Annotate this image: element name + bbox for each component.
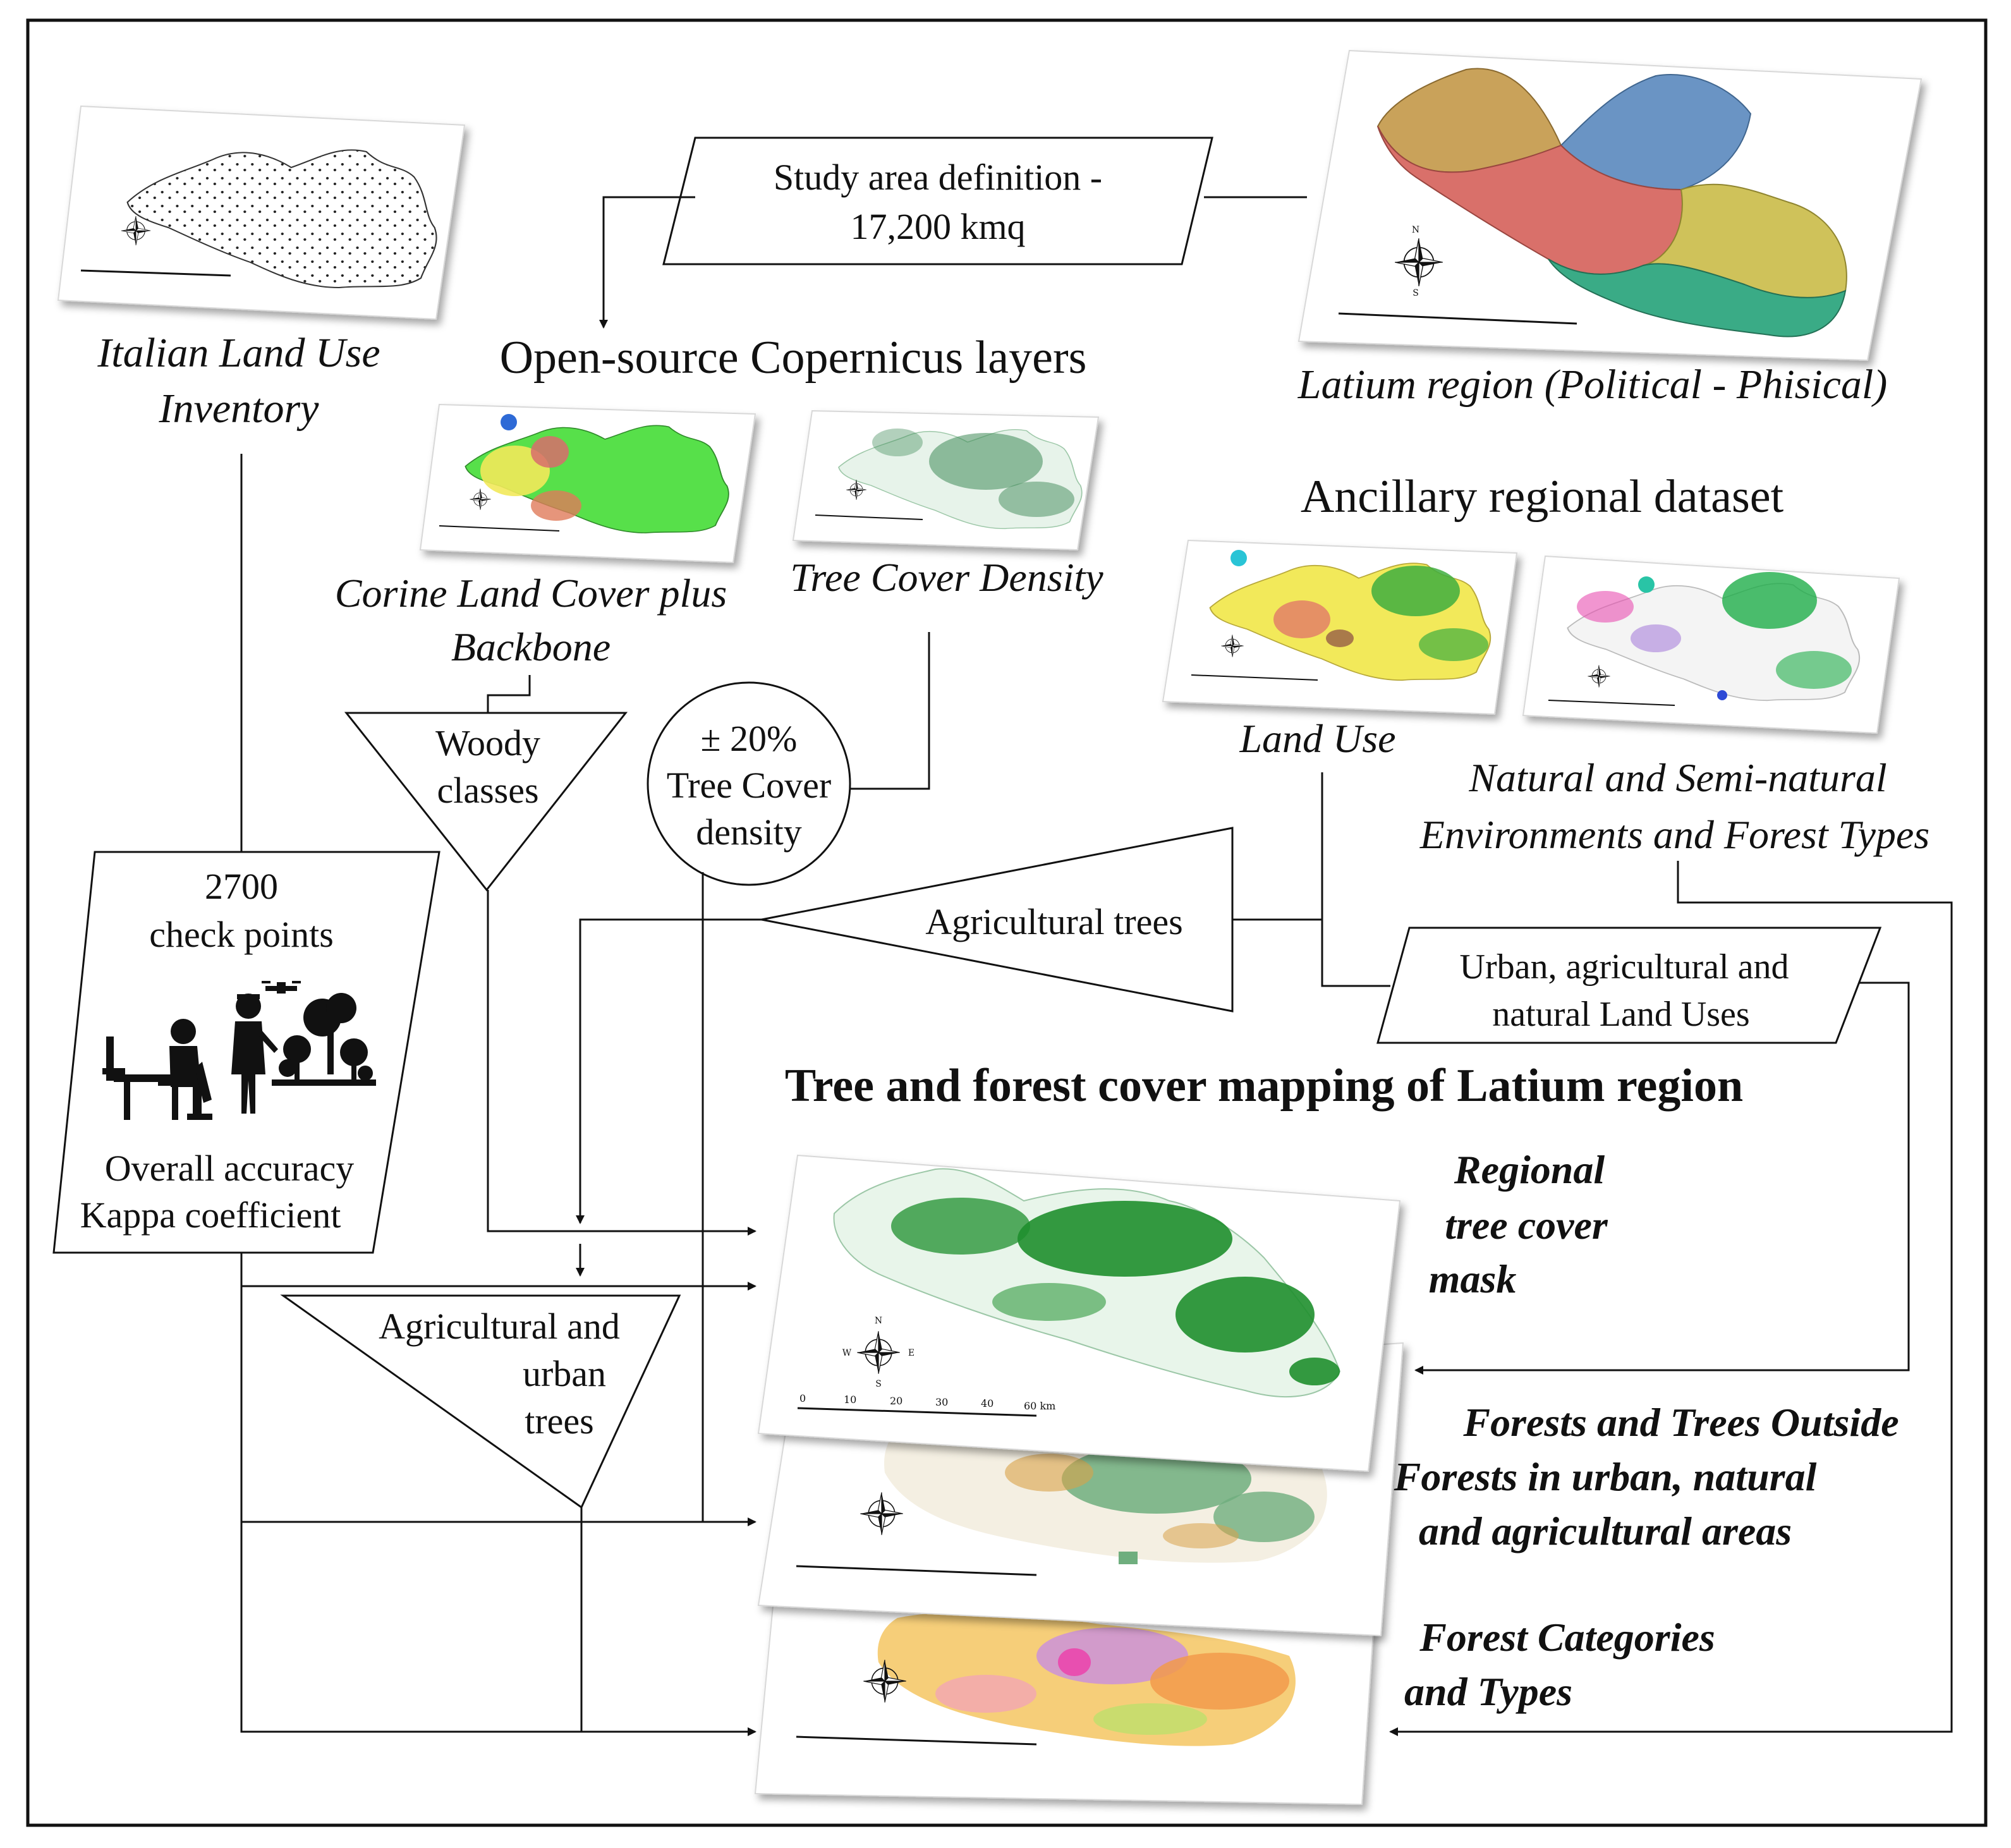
ancillary-heading: Ancillary regional dataset (1301, 471, 1784, 523)
land-uses-box (1376, 927, 1882, 1044)
office-worker-icon (102, 1019, 212, 1120)
tcd-map-region (815, 429, 1083, 530)
corine-label-line1: Corine Land Cover plus (335, 571, 727, 616)
tcd-threshold-circle (647, 681, 851, 886)
study-area-line2: 17,200 kmq (850, 206, 1025, 247)
inventory-map-region (80, 149, 437, 289)
scale-30: 30 (935, 1396, 948, 1408)
natural-env-map-region (1548, 572, 1861, 706)
natural-env-label-line1: Natural and Semi-natural (1468, 755, 1886, 800)
tcd-label: Tree Cover Density (790, 555, 1103, 600)
inventory-label-line1: Italian Land Use (97, 330, 380, 376)
scale-20: 20 (890, 1395, 902, 1407)
tof-label-line1: Forests and Trees Outside (1462, 1400, 1899, 1445)
study-area-box (662, 137, 1213, 265)
land-uses-line1: Urban, agricultural and (1460, 947, 1789, 987)
latium-region-provinces: N S (1338, 68, 1847, 337)
woody-classes-funnel (344, 712, 628, 892)
latium-region-label: Latium region (Political - Phisical) (1297, 362, 1887, 408)
tree-cover-mask-region: N S W E 0 10 20 30 40 60 km (797, 1168, 1341, 1417)
mask-label-line2: tree cover (1445, 1203, 1608, 1248)
corine-map-region (439, 414, 729, 534)
agri-urban-trees-funnel (280, 1294, 681, 1509)
categories-label-line1: Forest Categories (1419, 1615, 1715, 1660)
copernicus-heading: Open-source Copernicus layers (500, 332, 1087, 384)
output-main-title: Tree and forest cover mapping of Latium … (785, 1060, 1743, 1112)
outer-frame (26, 18, 1988, 1827)
corine-label-line2: Backbone (451, 624, 611, 669)
scale-60: 60 km (1024, 1400, 1055, 1412)
agricultural-trees-label: Agricultural trees (925, 901, 1182, 942)
latium-compass-n: N (1412, 225, 1419, 235)
validation-acc-line2: Kappa coefficient (80, 1195, 341, 1236)
scale-40: 40 (981, 1397, 993, 1409)
land-use-label: Land Use (1239, 716, 1395, 761)
study-area-line1: Study area definition - (774, 157, 1102, 198)
drone-icon (262, 981, 301, 994)
mask-label-line3: mask (1429, 1256, 1517, 1301)
tcd-threshold-line1: ± 20% (701, 718, 798, 759)
mask-compass-s: S (875, 1379, 882, 1389)
forest-categories-region (796, 1612, 1296, 1746)
latium-compass-s: S (1413, 288, 1419, 298)
surveyor-icon (231, 994, 278, 1114)
mask-label-line1: Regional (1454, 1147, 1605, 1192)
agri-urban-line1: Agricultural and (379, 1306, 620, 1347)
woody-label-line1: Woody (435, 722, 540, 763)
tof-label-line2: Forests in urban, natural (1394, 1454, 1817, 1499)
tcd-threshold-line3: density (696, 812, 802, 853)
agri-urban-line2: urban (523, 1353, 606, 1394)
mask-compass-w: W (842, 1348, 852, 1358)
mask-compass-n: N (875, 1316, 882, 1326)
validation-count-line2: check points (149, 914, 334, 955)
scale-0: 0 (799, 1392, 806, 1404)
connectors (240, 196, 1953, 1736)
validation-acc-line1: Overall accuracy (105, 1148, 354, 1189)
land-uses-line2: natural Land Uses (1492, 995, 1749, 1034)
land-use-map-region (1191, 550, 1492, 681)
validation-count-line1: 2700 (205, 866, 278, 907)
inventory-label-line2: Inventory (159, 386, 320, 432)
mask-compass-e: E (908, 1348, 914, 1358)
agri-urban-line3: trees (525, 1401, 594, 1442)
woody-label-line2: classes (437, 770, 538, 811)
natural-env-label-line2: Environments and Forest Types (1419, 812, 1929, 857)
tof-label-line3: and agricultural areas (1419, 1509, 1792, 1553)
trees-icon (272, 993, 376, 1086)
tcd-threshold-line2: Tree Cover (667, 765, 831, 806)
scale-10: 10 (844, 1394, 856, 1406)
categories-label-line2: and Types (1404, 1669, 1572, 1714)
